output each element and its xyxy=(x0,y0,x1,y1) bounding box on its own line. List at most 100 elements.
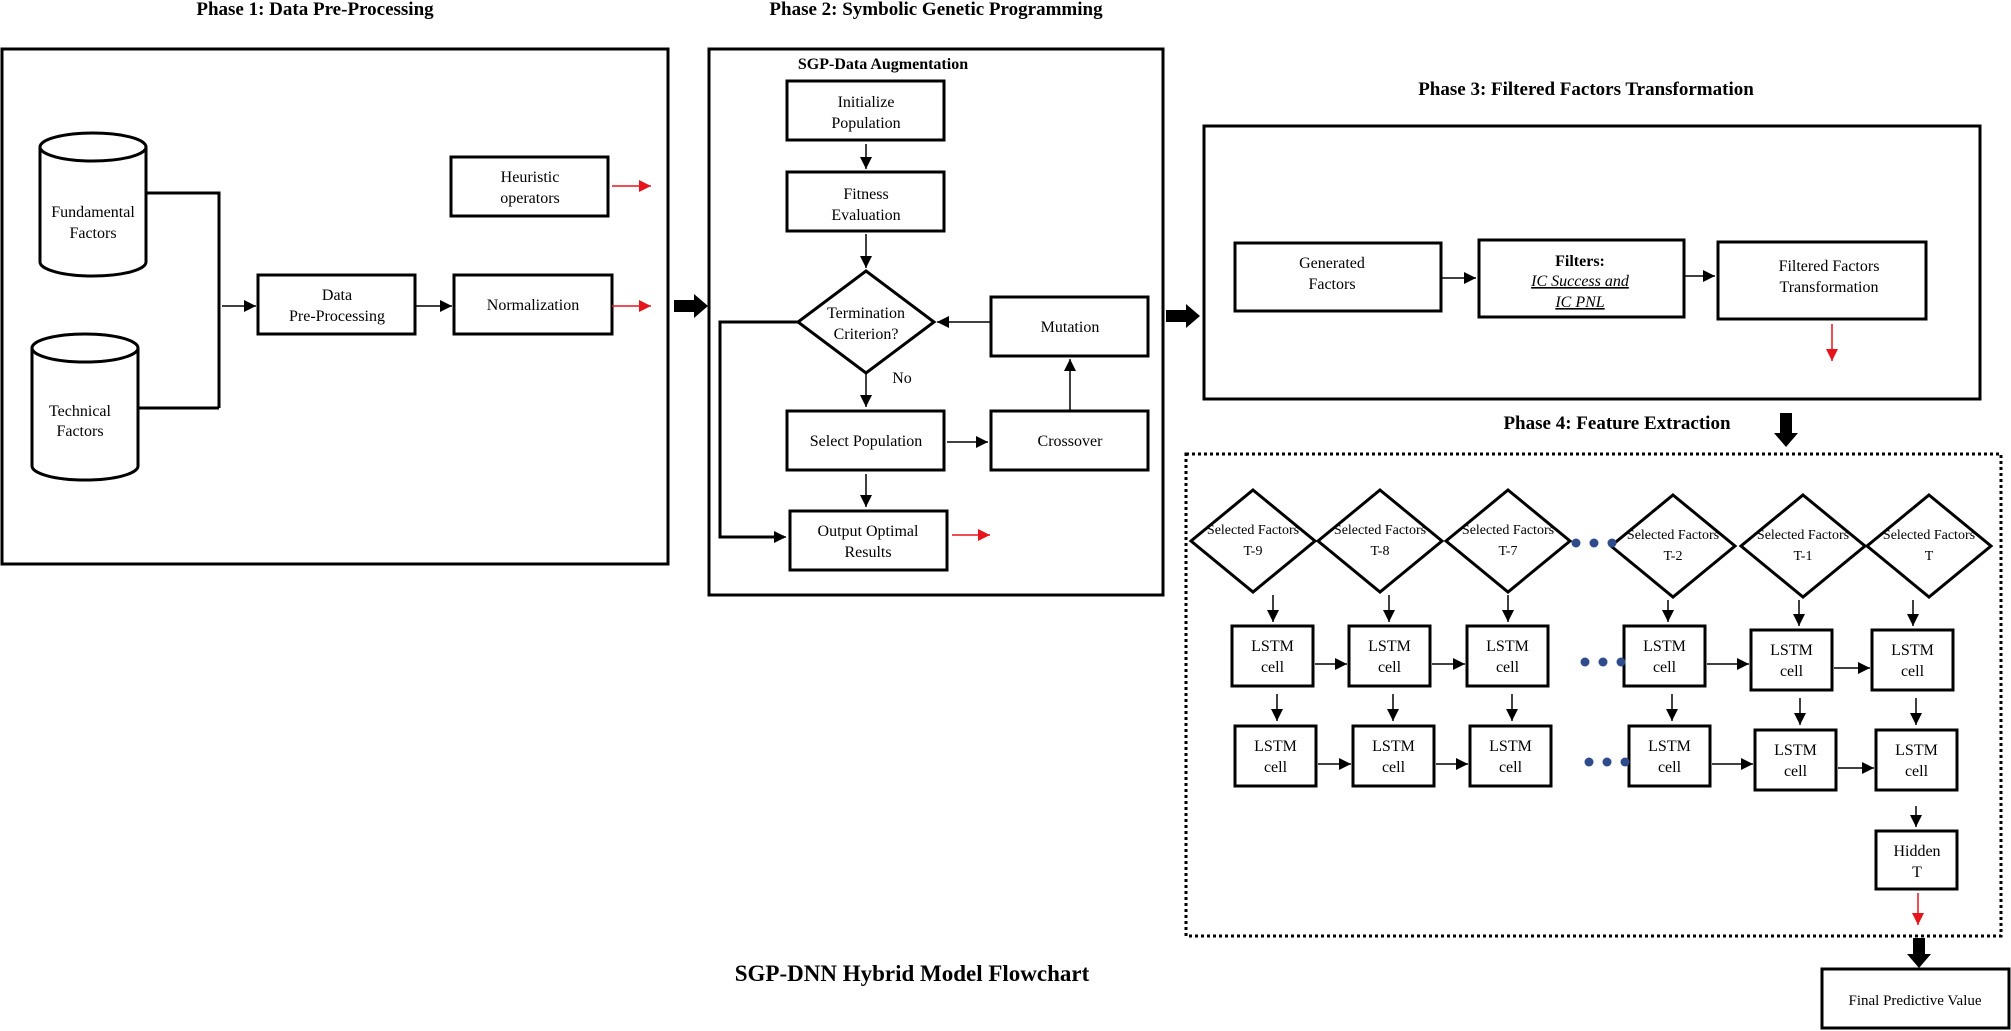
normalization-box xyxy=(452,273,614,336)
phase4-title: Phase 4: Feature Extraction xyxy=(1503,413,1731,434)
selected-factors-diamond xyxy=(1443,488,1573,594)
filtered-factors-line1: Filtered Factors xyxy=(1779,258,1880,275)
lstm-cell-label: LSTM xyxy=(1770,642,1813,659)
technical-factors-line1: Technical xyxy=(49,403,112,420)
fitness-evaluation-line2: Evaluation xyxy=(831,207,900,224)
lstm-cell-label: LSTM xyxy=(1895,742,1938,759)
ellipsis-dot xyxy=(1607,538,1617,548)
ellipsis-dot xyxy=(1584,757,1594,767)
lstm-cell-row2 xyxy=(1753,728,1838,792)
ellipsis-dot xyxy=(1598,657,1608,667)
termination-criterion-diamond xyxy=(795,269,937,375)
lstm-cell-sublabel: cell xyxy=(1780,663,1804,680)
lstm-cell-row1 xyxy=(1347,624,1432,688)
lstm-cell-sublabel: cell xyxy=(1496,659,1520,676)
phase1-title: Phase 1: Data Pre-Processing xyxy=(196,0,434,20)
initialize-population-line2: Population xyxy=(831,115,900,132)
ellipsis-dot xyxy=(1571,538,1581,548)
lstm-cell-label: LSTM xyxy=(1486,638,1529,655)
lstm-cell-row1 xyxy=(1870,628,1955,692)
fundamental-factors-cylinder: Fundamental Factors xyxy=(38,131,148,278)
phase4-container xyxy=(1184,452,2003,938)
filters-line2: IC PNL xyxy=(1554,294,1604,311)
filters-line1: IC Success and xyxy=(1530,273,1630,290)
to-final-arrow xyxy=(1907,938,1931,968)
selected-factors-step: T-1 xyxy=(1794,549,1813,564)
ellipsis-dot xyxy=(1620,757,1630,767)
lstm-cell-label: LSTM xyxy=(1251,638,1294,655)
lstm-cell-sublabel: cell xyxy=(1901,663,1925,680)
lstm-cell-sublabel: cell xyxy=(1378,659,1402,676)
fitness-evaluation-box xyxy=(785,170,946,233)
generated-factors-line2: Factors xyxy=(1308,276,1355,293)
generated-factors-line1: Generated xyxy=(1299,255,1365,272)
selected-factors-label: Selected Factors xyxy=(1883,528,1975,543)
filters-box xyxy=(1477,238,1686,319)
fundamental-factors-line1: Fundamental xyxy=(51,204,135,221)
lstm-cell-row2 xyxy=(1351,724,1436,788)
fundamental-factors-line2: Factors xyxy=(69,225,116,242)
selected-factors-diamond xyxy=(1738,493,1868,599)
lstm-cell-sublabel: cell xyxy=(1905,763,1929,780)
selected-factors-label: Selected Factors xyxy=(1462,523,1554,538)
fitness-evaluation-line1: Fitness xyxy=(843,186,888,203)
ellipsis-dot xyxy=(1580,657,1590,667)
selected-factors-step: T-8 xyxy=(1371,544,1390,559)
selected-factors-label: Selected Factors xyxy=(1627,528,1719,543)
flowchart-caption: SGP-DNN Hybrid Model Flowchart xyxy=(735,961,1090,986)
normalization-label: Normalization xyxy=(487,297,579,314)
data-preprocessing-line1: Data xyxy=(322,287,352,304)
lstm-cell-label: LSTM xyxy=(1254,738,1297,755)
lstm-cell-row2 xyxy=(1874,728,1959,792)
lstm-cell-row2 xyxy=(1468,724,1553,788)
lstm-cell-sublabel: cell xyxy=(1499,759,1523,776)
phase3-title: Phase 3: Filtered Factors Transformation xyxy=(1418,79,1754,100)
lstm-cell-row1 xyxy=(1749,628,1834,692)
phase2-container xyxy=(707,47,1165,597)
lstm-cell-label: LSTM xyxy=(1643,638,1686,655)
data-preprocessing-line2: Pre-Processing xyxy=(289,308,385,325)
lstm-cell-row1 xyxy=(1230,624,1315,688)
phase2-to-phase3-arrow xyxy=(1166,304,1200,328)
hidden-t-line2: T xyxy=(1912,864,1922,881)
heuristic-operators-line1: Heuristic xyxy=(501,169,560,186)
selected-factors-label: Selected Factors xyxy=(1207,523,1299,538)
lstm-cell-sublabel: cell xyxy=(1658,759,1682,776)
phase1-container xyxy=(0,47,670,566)
crossover-label: Crossover xyxy=(1038,433,1104,450)
hidden-t-box xyxy=(1874,829,1959,891)
lstm-cell-label: LSTM xyxy=(1368,638,1411,655)
selected-factors-diamond xyxy=(1315,488,1445,594)
filters-title: Filters: xyxy=(1555,253,1605,270)
lstm-cell-sublabel: cell xyxy=(1382,759,1406,776)
lstm-cell-sublabel: cell xyxy=(1784,763,1808,780)
generated-factors-box xyxy=(1233,241,1443,313)
output-optimal-results-line1: Output Optimal xyxy=(818,523,919,540)
final-predictive-value-box xyxy=(1820,967,2011,1030)
lstm-cell-row1 xyxy=(1622,624,1707,688)
lstm-cell-row2 xyxy=(1233,724,1318,788)
selected-factors-step: T-9 xyxy=(1244,544,1263,559)
phase2-subtitle: SGP-Data Augmentation xyxy=(798,56,968,73)
output-optimal-results-box xyxy=(788,509,949,572)
mutation-box xyxy=(989,295,1150,358)
termination-criterion-line1: Termination xyxy=(827,305,905,322)
fundamental-connector xyxy=(146,191,221,408)
no-label: No xyxy=(892,370,912,387)
mutation-label: Mutation xyxy=(1041,319,1100,336)
lstm-cell-row2 xyxy=(1627,724,1712,788)
phase3-container xyxy=(1202,124,1982,401)
technical-factors-line2: Factors xyxy=(56,423,103,440)
final-predictive-value-label: Final Predictive Value xyxy=(1848,993,1981,1009)
lstm-cell-label: LSTM xyxy=(1774,742,1817,759)
selected-factors-step: T xyxy=(1925,549,1934,564)
lstm-cell-row1 xyxy=(1465,624,1550,688)
crossover-box xyxy=(989,409,1150,472)
selected-factors-diamond xyxy=(1608,493,1738,599)
selected-factors-label: Selected Factors xyxy=(1334,523,1426,538)
phase1-to-phase2-arrow xyxy=(674,294,708,318)
selected-factors-diamond xyxy=(1864,493,1994,599)
ellipsis-dot xyxy=(1616,657,1626,667)
